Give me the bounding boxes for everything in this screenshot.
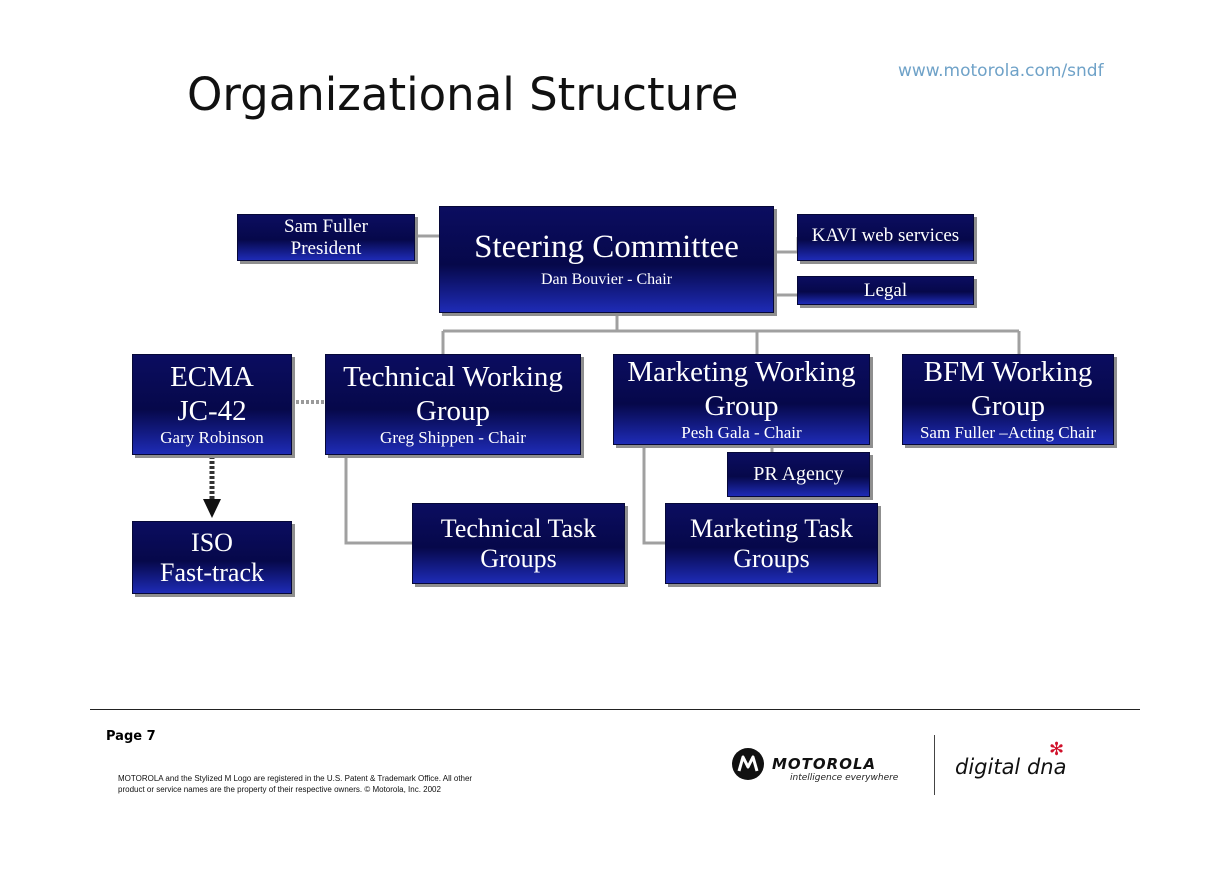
technical-tg-line1: Technical Task	[440, 513, 597, 543]
pr-agency-name: PR Agency	[753, 463, 844, 485]
technical-wg-line2: Group	[415, 394, 491, 427]
box-technical-wg[interactable]: Technical Working Group Greg Shippen - C…	[325, 354, 581, 455]
president-name: Sam Fuller	[284, 215, 368, 237]
legal-notice: MOTOROLA and the Stylized M Logo are reg…	[118, 773, 538, 795]
box-pr-agency[interactable]: PR Agency	[727, 452, 870, 497]
connector-kavi	[773, 237, 800, 254]
ecma-line1: ECMA	[170, 361, 254, 394]
website-url[interactable]: www.motorola.com/sndf	[898, 61, 1104, 81]
box-president[interactable]: Sam Fuller President	[237, 214, 415, 261]
page-number: Page 7	[106, 729, 156, 744]
marketing-tg-line1: Marketing Task	[689, 513, 854, 543]
digital-dna-logo: digital dna	[955, 755, 1067, 779]
iso-line2: Fast-track	[160, 557, 264, 587]
kavi-name: KAVI web services	[811, 225, 960, 246]
bfm-wg-role: Sam Fuller –Acting Chair	[919, 423, 1097, 443]
box-bfm-wg[interactable]: BFM Working Group Sam Fuller –Acting Cha…	[902, 354, 1114, 445]
box-technical-task-groups[interactable]: Technical Task Groups	[412, 503, 625, 584]
marketing-wg-line1: Marketing Working	[627, 356, 856, 389]
legal-line-1: MOTOROLA and the Stylized M Logo are reg…	[118, 774, 473, 783]
steering-role: Dan Bouvier - Chair	[540, 271, 673, 289]
iso-line1: ISO	[191, 527, 233, 557]
marketing-wg-line2: Group	[704, 389, 779, 422]
box-marketing-task-groups[interactable]: Marketing Task Groups	[665, 503, 878, 584]
box-ecma[interactable]: ECMA JC-42 Gary Robinson	[132, 354, 292, 455]
ecma-line2: JC-42	[177, 394, 247, 427]
motorola-tagline: intelligence everywhere	[790, 773, 899, 783]
arrow-head-icon	[203, 499, 221, 518]
connector-marketing-tasks	[642, 445, 667, 545]
technical-wg-line1: Technical Working	[343, 361, 563, 394]
asterisk-icon: ✻	[1049, 739, 1065, 760]
bfm-wg-line2: Group	[970, 389, 1046, 422]
technical-wg-role: Greg Shippen - Chair	[380, 428, 526, 448]
connector-technical-tasks	[344, 455, 414, 545]
box-legal[interactable]: Legal	[797, 276, 974, 305]
box-kavi[interactable]: KAVI web services	[797, 214, 974, 261]
bfm-wg-line1: BFM Working	[923, 356, 1093, 389]
box-iso[interactable]: ISO Fast-track	[132, 521, 292, 594]
technical-tg-line2: Groups	[480, 543, 557, 573]
footer-divider	[90, 709, 1140, 710]
president-role: President	[290, 237, 362, 259]
marketing-tg-line2: Groups	[733, 543, 810, 573]
page-title: Organizational Structure	[187, 68, 739, 121]
motorola-brand: MOTOROLA	[772, 755, 877, 773]
box-marketing-wg[interactable]: Marketing Working Group Pesh Gala - Chai…	[613, 354, 870, 445]
legal-line-2: product or service names are the propert…	[118, 785, 441, 794]
legal-name: Legal	[863, 279, 908, 301]
motorola-logo-icon	[732, 748, 764, 780]
steering-name: Steering Committee	[474, 229, 739, 266]
marketing-wg-role: Pesh Gala - Chair	[681, 423, 802, 443]
box-steering-committee[interactable]: Steering Committee Dan Bouvier - Chair	[439, 206, 774, 313]
ecma-role: Gary Robinson	[160, 428, 264, 448]
logo-divider	[934, 735, 935, 795]
